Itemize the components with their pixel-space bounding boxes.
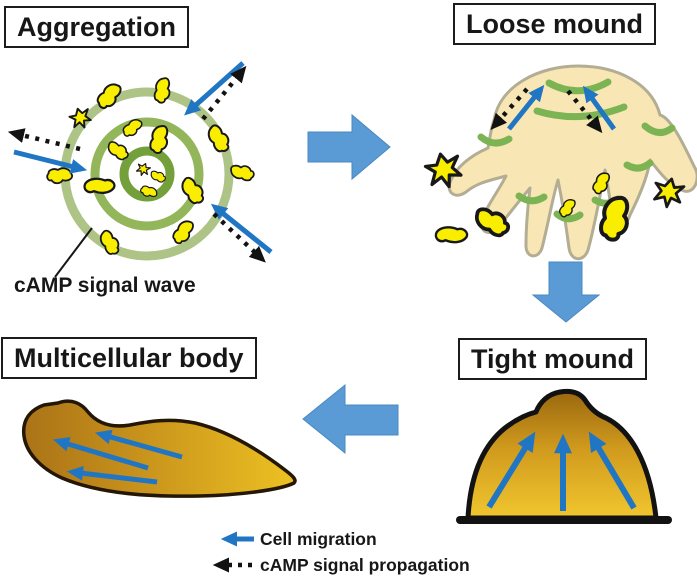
flow-arrow-right	[307, 113, 391, 181]
camp-signal-arrow	[201, 65, 247, 121]
cell-migration-arrow	[588, 431, 637, 510]
stage-label-loose-mound: Loose mound	[453, 3, 656, 46]
camp-signal-arrow	[566, 89, 603, 134]
legend-row-camp-propagation: cAMP signal propagation	[200, 552, 470, 578]
black-dashed-arrow-icon	[212, 557, 252, 573]
camp-signal-arrow	[490, 87, 529, 130]
legend-label-camp-propagation: cAMP signal propagation	[260, 554, 470, 575]
camp-wave-pointer-line	[54, 227, 93, 278]
legend-label-cell-migration: Cell migration	[260, 528, 377, 549]
cell-migration-arrows	[52, 429, 183, 485]
flow-arrow-down	[531, 261, 601, 323]
cell-migration-arrows	[486, 431, 637, 511]
camp-signal-arrow	[212, 212, 266, 263]
cell-migration-arrow	[94, 429, 183, 460]
stage-label-multicellular-body: Multicellular body	[1, 337, 257, 380]
camp-propagation-arrows	[7, 65, 266, 263]
legend-row-cell-migration: Cell migration	[200, 526, 470, 552]
flow-arrows	[302, 113, 601, 455]
cell-migration-arrow	[66, 465, 158, 485]
cell-migration-arrow	[13, 149, 88, 174]
stage-label-aggregation: Aggregation	[4, 6, 189, 49]
stage-label-tight-mound: Tight mound	[458, 338, 647, 381]
cell-migration-arrows	[507, 84, 617, 131]
cell-migration-arrow	[507, 84, 545, 131]
tight-mound-structure	[456, 388, 672, 524]
cell-migration-arrow	[184, 61, 245, 116]
flow-arrow-left	[302, 383, 399, 455]
camp-wave-ring-inner	[119, 146, 175, 202]
camp-propagation-arrows	[490, 87, 603, 134]
cell-migration-arrow	[210, 203, 273, 254]
camp-wave-caption: cAMP signal wave	[14, 274, 196, 297]
camp-wave-ring-middle	[90, 117, 204, 231]
legend: Cell migration cAMP signal propagation	[200, 526, 470, 578]
blue-solid-arrow-icon	[220, 531, 254, 547]
camp-signal-arrow	[7, 128, 81, 152]
loose-mound-structure	[421, 64, 697, 261]
cell-migration-arrow	[582, 85, 617, 131]
aggregation-territory	[7, 61, 273, 278]
cell-migration-arrow	[52, 437, 149, 471]
loose-mound-body	[447, 64, 697, 261]
cell-migration-arrow	[486, 431, 536, 509]
multicellular-body-structure	[21, 399, 297, 498]
